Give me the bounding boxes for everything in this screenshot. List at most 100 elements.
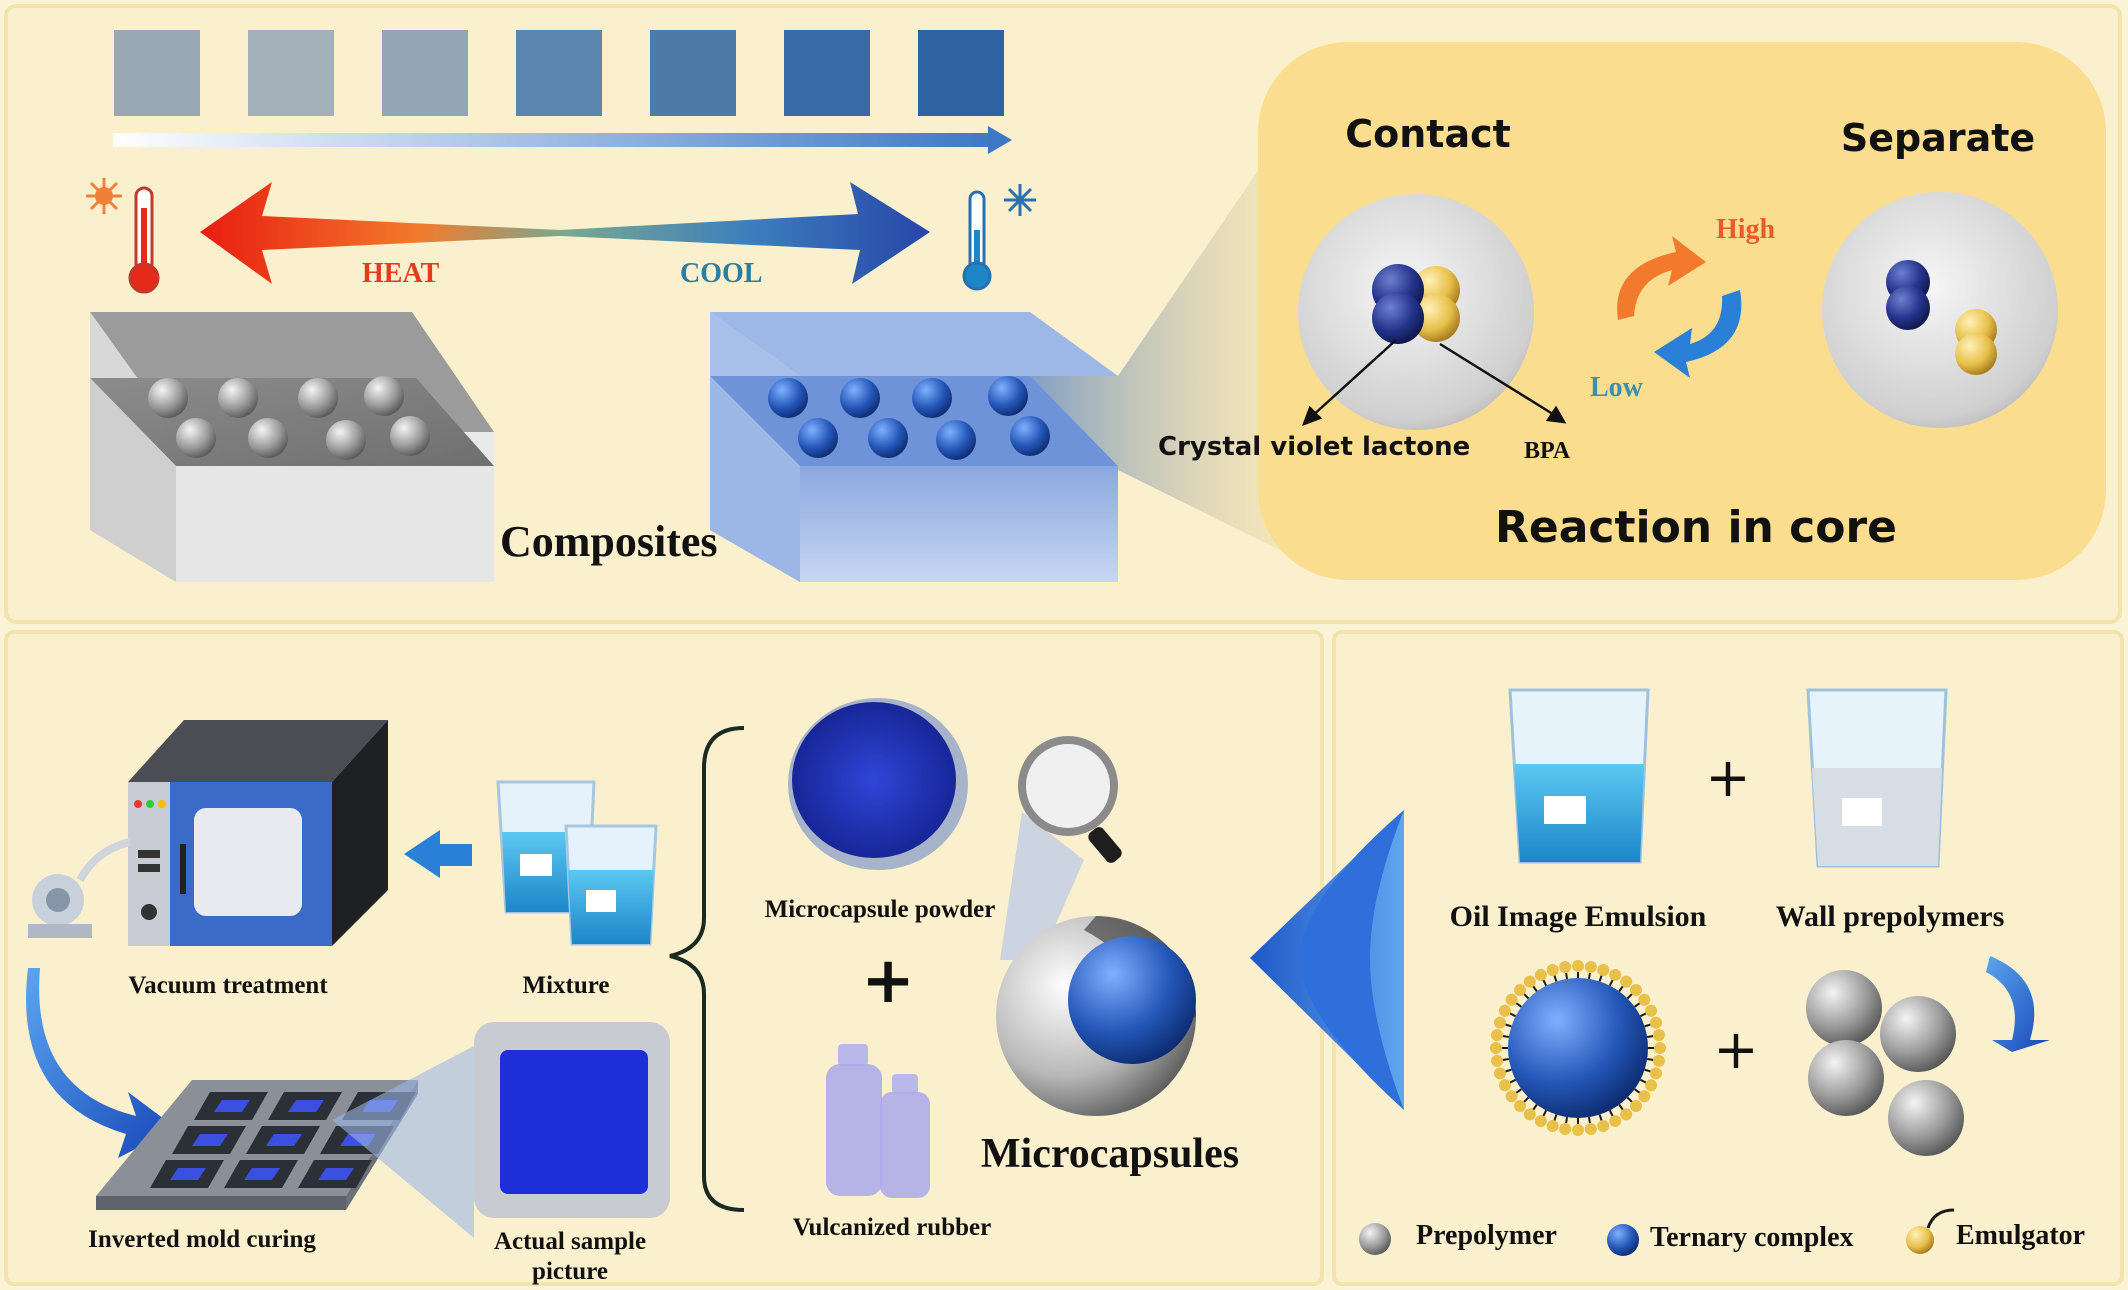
- prepolymer-cluster-icon: [1806, 970, 1964, 1156]
- color-swatch-row: [114, 30, 1004, 116]
- oven-to-mold-arrow: [26, 968, 177, 1158]
- crystal-violet-lactone-label: Crystal violet lactone: [1158, 432, 1471, 462]
- grey-composite-block: [90, 312, 494, 582]
- mold-cell-sample: [214, 1100, 250, 1112]
- surfactant-head: [1584, 1122, 1597, 1135]
- surfactant-head: [1584, 961, 1597, 974]
- surfactant-head: [1629, 1099, 1642, 1112]
- wall-prepolymers-label: Wall prepolymers: [1775, 900, 2005, 933]
- sample-zoom-beam: [332, 1046, 474, 1238]
- microcapsule-powder-label: Microcapsule powder: [764, 896, 996, 923]
- powder-rubber-plus: +: [861, 944, 915, 1018]
- surfactant-head: [1559, 961, 1572, 974]
- snowflake-icon: [1004, 184, 1036, 216]
- emulsion-droplet-icon: [1490, 960, 1666, 1136]
- surfactant-head: [1652, 1029, 1665, 1042]
- surfactant-head: [1523, 1108, 1536, 1121]
- vacuum-pump-icon: [28, 838, 132, 938]
- core-reaction-panel: [1258, 42, 2106, 580]
- magnifier-icon: [1018, 736, 1122, 863]
- surfactant-head: [1649, 1016, 1662, 1029]
- beakers-plus: +: [1705, 746, 1751, 809]
- surfactant-head: [1514, 984, 1527, 997]
- legend-ternary-complex-label: Ternary complex: [1650, 1222, 1854, 1253]
- mixture-label: Mixture: [522, 972, 610, 999]
- ternary-complex-sphere-icon: [1607, 1224, 1639, 1256]
- zoom-beam: [1010, 80, 1320, 570]
- separate-molecules: [1886, 260, 1997, 375]
- surfactant-head: [1645, 1079, 1658, 1092]
- blue-composite-block: [710, 312, 1118, 582]
- surfactant-head: [1491, 1054, 1504, 1067]
- sun-icon: [86, 178, 122, 214]
- color-swatch: [784, 30, 870, 116]
- heat-cool-double-arrow: [200, 182, 930, 284]
- surfactant-head: [1505, 1090, 1518, 1103]
- bpa-label: BPA: [1524, 438, 1571, 464]
- surfactant-head: [1609, 968, 1622, 981]
- surfactant-head: [1649, 1067, 1662, 1080]
- mold-cell-sample: [288, 1100, 324, 1112]
- actual-sample-label-line2: picture: [532, 1258, 608, 1285]
- cool-label: COOL: [680, 258, 763, 289]
- surfactant-head: [1491, 1029, 1504, 1042]
- particles-plus: +: [1713, 1018, 1759, 1081]
- surfactant-head: [1654, 1042, 1666, 1054]
- surfactant-head: [1620, 1108, 1633, 1121]
- color-swatch: [114, 30, 200, 116]
- mold-cell-sample: [170, 1168, 206, 1180]
- separate-dish: [1822, 192, 2058, 428]
- mixture-to-oven-arrow: [404, 830, 472, 878]
- surfactant-head: [1652, 1054, 1665, 1067]
- mixture-beakers-icon: [496, 780, 658, 946]
- mold-cell-sample: [266, 1134, 302, 1146]
- wall-prepolymer-beaker-icon: [1806, 688, 1948, 868]
- surfactant-head: [1597, 1119, 1610, 1132]
- reversible-cycle-arrows-icon: [1617, 236, 1742, 378]
- surfactant-head: [1534, 968, 1547, 981]
- surfactant-head: [1494, 1016, 1507, 1029]
- grey-microcapsule-group: [148, 376, 430, 460]
- magnifier-beam: [1000, 812, 1084, 960]
- color-swatch: [382, 30, 468, 116]
- separate-label: Separate: [1840, 116, 2036, 160]
- surfactant-head: [1498, 1079, 1511, 1092]
- gradient-arrow-head: [988, 126, 1012, 154]
- pointer-lines: [1301, 339, 1567, 427]
- emulsion-beaker-icon: [1508, 688, 1650, 864]
- color-swatch: [650, 30, 736, 116]
- actual-sample-label-line1: Actual sample: [493, 1228, 647, 1255]
- droplet-core: [1508, 978, 1648, 1118]
- mold-cell-sample: [244, 1168, 280, 1180]
- surfactant-head: [1498, 1004, 1511, 1017]
- surfactant-head: [1559, 1122, 1572, 1135]
- synthesis-panel: [1332, 630, 2124, 1286]
- mold-cell-sample: [192, 1134, 228, 1146]
- surfactant-head: [1597, 964, 1610, 977]
- composites-label: Composites: [500, 517, 718, 566]
- surfactant-head: [1546, 964, 1559, 977]
- surfactant-head: [1572, 960, 1584, 972]
- oil-image-emulsion-label: Oil Image Emulsion: [1449, 900, 1707, 933]
- color-swatch: [516, 30, 602, 116]
- surfactant-head: [1609, 1115, 1622, 1128]
- synthesis-curved-arrow: [1986, 956, 2050, 1052]
- rubber-bottles-icon: [826, 1044, 930, 1198]
- vacuum-oven-icon: [128, 720, 388, 946]
- actual-sample-blue-piece: [500, 1050, 648, 1194]
- vulcanized-rubber-label: Vulcanized rubber: [792, 1214, 992, 1241]
- microcapsule-cutaway-icon: [996, 916, 1196, 1116]
- color-swatch: [918, 30, 1004, 116]
- surfactant-head: [1645, 1004, 1658, 1017]
- surfactant-head: [1638, 993, 1651, 1006]
- mold-cell-sample: [318, 1168, 354, 1180]
- contact-label: Contact: [1345, 112, 1511, 156]
- low-label: Low: [1590, 372, 1643, 403]
- microcapsule-powder-dish-icon: [788, 698, 968, 870]
- surfactant-head: [1514, 1099, 1527, 1112]
- surfactant-head: [1494, 1067, 1507, 1080]
- high-label: High: [1716, 214, 1776, 245]
- prepolymer-sphere-icon: [1359, 1223, 1391, 1255]
- surfactant-head: [1546, 1119, 1559, 1132]
